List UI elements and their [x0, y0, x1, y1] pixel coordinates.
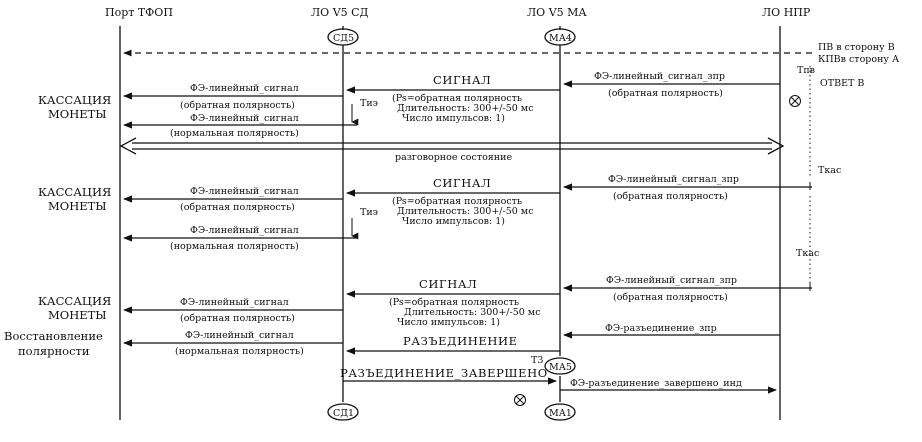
fe-line-polarity-2: (обратная полярность) [180, 202, 295, 213]
monety-label-1: МОНЕТЫ [48, 107, 107, 121]
state-sd5-oval [327, 28, 359, 46]
state-ma5-oval [544, 357, 576, 375]
tie-label-1: Тиэ [360, 98, 378, 109]
fe-line-normal-label-1: ФЭ-линейный_сигнал [190, 113, 299, 124]
state-ma5-label: МА5 [549, 362, 572, 373]
monety-label-3: МОНЕТЫ [48, 308, 107, 322]
signal-duration-1: Длительность: 300+/-50 мс [397, 103, 534, 114]
signal-ps-1: (Ps=обратная полярность [392, 93, 522, 104]
fe-line-normal-polarity-3: (нормальная полярность) [175, 346, 304, 357]
kassacia-label-3: КАССАЦИЯ [38, 294, 111, 308]
header-pstn-port: Порт ТФОП [105, 6, 173, 19]
answer-b-label: ОТВЕТ В [820, 78, 864, 89]
fe-line-zpr-polarity-1: (обратная полярность) [608, 88, 723, 99]
signal-label-2: СИГНАЛ [433, 176, 491, 190]
conversation-state-arrow [119, 137, 785, 155]
state-sd1-label: СД1 [333, 408, 354, 419]
timer-expire-icon-2 [514, 394, 526, 406]
timer-expire-icon-1 [789, 95, 801, 107]
fe-line-zpr-label-3: ФЭ-линейный_сигнал_зпр [606, 275, 737, 286]
signal-label-3: СИГНАЛ [419, 277, 477, 291]
fe-line-normal-label-3: ФЭ-линейный_сигнал [185, 330, 294, 341]
signal-duration-3: Длительность: 300+/-50 мс [404, 307, 541, 318]
signal-ps-3: (Ps=обратная полярность [389, 297, 519, 308]
pv-label-line1: ПВ в сторону В [818, 42, 895, 53]
fe-line-zpr-polarity-2: (обратная полярность) [613, 191, 728, 202]
fe-line-normal-polarity-2: (нормальная полярность) [170, 241, 299, 252]
kassacia-label-2: КАССАЦИЯ [38, 185, 111, 199]
signal-pulses-1: Число импульсов: 1) [402, 113, 505, 124]
state-ma4-oval [544, 28, 576, 46]
state-ma1-label: МА1 [549, 408, 572, 419]
fe-line-label-1: ФЭ-линейный_сигнал [190, 83, 299, 94]
state-ma1-oval [544, 403, 576, 421]
restore-label-line1: Восстановление [4, 329, 103, 343]
signal-pulses-2: Число импульсов: 1) [402, 216, 505, 227]
t3-label: Т3 [531, 355, 543, 366]
tkas-label-2: Ткас [796, 248, 819, 259]
fe-line-normal-label-2: ФЭ-линейный_сигнал [190, 225, 299, 236]
fe-line-label-3: ФЭ-линейный_сигнал [180, 297, 289, 308]
disconnect-label: РАЗЪЕДИНЕНИЕ [403, 334, 518, 348]
pv-label-line2: КПВв сторону А [818, 54, 900, 65]
header-lo-v5-ma: ЛО V5 МА [527, 6, 587, 19]
fe-line-polarity-1: (обратная полярность) [180, 100, 295, 111]
signal-duration-2: Длительность: 300+/-50 мс [397, 206, 534, 217]
conversation-state-label: разговорное состояние [395, 152, 512, 163]
tkas-label-1: Ткас [818, 165, 841, 176]
fe-disc-done-ind-label: ФЭ-разъединение_завершено_инд [570, 378, 742, 389]
disconnect-done-label: РАЗЪЕДИНЕНИЕ_ЗАВЕРШЕНО [340, 366, 548, 380]
fe-line-zpr-label-2: ФЭ-линейный_сигнал_зпр [608, 174, 739, 185]
fe-line-polarity-3: (обратная полярность) [180, 313, 295, 324]
header-lo-npr: ЛО НПР [762, 6, 811, 19]
state-sd5-label: СД5 [333, 33, 354, 44]
tie-label-2: Тиэ [360, 207, 378, 218]
restore-label-line2: полярности [18, 344, 90, 358]
state-sd1-oval [327, 403, 359, 421]
fe-disc-zpr-label: ФЭ-разъединение_зпр [605, 323, 717, 334]
monety-label-2: МОНЕТЫ [48, 199, 107, 213]
state-ma4-label: МА4 [549, 33, 572, 44]
signal-pulses-3: Число импульсов: 1) [397, 317, 500, 328]
signal-ps-2: (Ps=обратная полярность [392, 196, 522, 207]
fe-line-label-2: ФЭ-линейный_сигнал [190, 186, 299, 197]
signal-label-1: СИГНАЛ [433, 73, 491, 87]
fe-line-zpr-polarity-3: (обратная полярность) [613, 292, 728, 303]
fe-line-normal-polarity-1: (нормальная полярность) [170, 128, 299, 139]
header-lo-v5-sd: ЛО V5 СД [311, 6, 369, 19]
tpv-label: Тпв [797, 65, 815, 76]
kassacia-label-1: КАССАЦИЯ [38, 93, 111, 107]
fe-line-zpr-label-1: ФЭ-линейный_сигнал_зпр [594, 71, 725, 82]
